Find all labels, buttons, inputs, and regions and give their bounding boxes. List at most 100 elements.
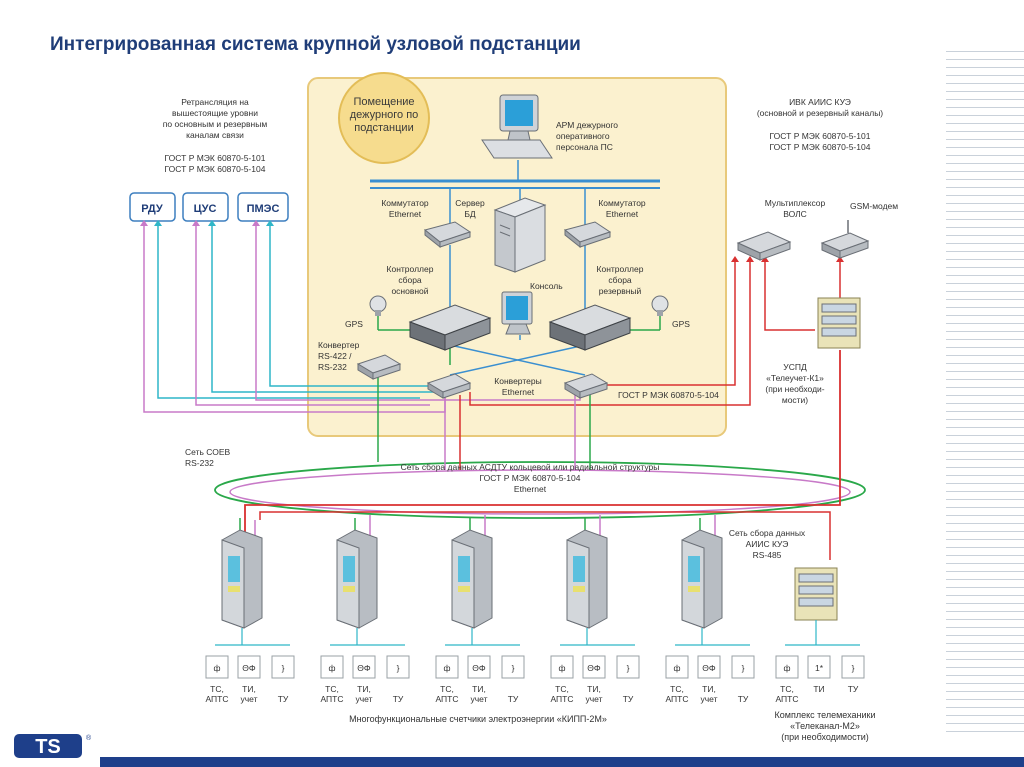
switch-left-label-2: Ethernet [389,209,422,219]
svg-text:ф: ф [329,663,336,673]
tsus-label: ЦУС [194,203,217,215]
relay-gost-1: ГОСТ Р МЭК 60870-5-101 [165,153,266,163]
converter-rs422[interactable] [356,354,402,380]
svg-text:ТУ: ТУ [393,694,404,704]
svg-text:}: } [852,663,855,673]
room-label-line3: подстанции [354,122,413,134]
meter-3[interactable] [451,529,493,629]
uspd-label-1: УСПД [783,362,807,372]
svg-text:ΘΦ: ΘΦ [472,663,486,673]
rdu-box[interactable] [129,192,176,222]
ivk-label-1: ИВК АИИС КУЭ [789,97,851,107]
relay-text-2: вышестоящие уровни [172,108,258,118]
svg-text:АПТС: АПТС [320,694,343,704]
aiis-net-label-2: АИИС КУЭ [746,539,789,549]
sensor-group-telemechanics: ф 1* } ТС, АПТС ТИ ТУ [775,655,865,704]
sensor-group-1: ф ΘΦ } ТС, АПТС ТИ, учет ТУ [205,655,295,704]
console-monitor[interactable] [501,291,533,335]
room-label-line2: дежурного по [350,109,419,121]
arm-label-2: оперативного [556,131,610,141]
telemechanics-cabinet[interactable] [794,567,838,621]
sensor-group-4: ф ΘΦ } ТС, АПТС ТИ, учет ТУ [550,655,640,704]
uspd-cabinet[interactable] [817,297,861,349]
relay-gost-2: ГОСТ Р МЭК 60870-5-104 [165,164,266,174]
svg-text:ф: ф [674,663,681,673]
gsm-modem[interactable] [820,220,870,259]
decorative-stripes [946,44,1024,734]
svg-text:}: } [512,663,515,673]
telemechanics-caption-2: «Телеканал-М2» [790,721,860,731]
server-label-2: БД [464,209,476,219]
meter-4[interactable] [566,529,608,629]
svg-text:АПТС: АПТС [775,694,798,704]
gps-label-left: GPS [345,319,363,329]
uspd-label-2: «Телеучет-К1» [766,373,824,383]
ethernet-switch-right[interactable] [563,221,612,249]
relay-text-4: каналам связи [186,130,244,140]
aiis-net-label-3: RS-485 [753,550,782,560]
logo-text: TS [35,736,61,758]
upper-level-boxes: РДУ ЦУС ПМЭС [129,192,289,222]
slide-title: Интегрированная система крупной узловой … [50,34,581,55]
converters-eth-label-1: Конвертеры [494,376,541,386]
svg-text:учет: учет [700,694,717,704]
ts-symbol: ф [214,663,221,673]
svg-text:ф: ф [444,663,451,673]
svg-text:АПТС: АПТС [550,694,573,704]
controller-main[interactable] [408,304,492,351]
pmes-box[interactable] [237,192,289,222]
svg-text:ТС,: ТС, [780,684,794,694]
switch-right-label-2: Ethernet [606,209,639,219]
svg-text:учет: учет [585,694,602,704]
console-label: Консоль [530,281,563,291]
tsus-box[interactable] [182,192,229,222]
svg-text:ТИ,: ТИ, [472,684,486,694]
asdtu-ring [229,469,851,515]
duty-room-badge [338,72,430,164]
logo-registered-mark: ® [86,734,92,742]
aiis-net-label-1: Сеть сбора данных [729,528,806,538]
svg-text:АПТС: АПТС [435,694,458,704]
controller-reserve[interactable] [548,304,632,351]
svg-text:ТС,: ТС, [555,684,569,694]
database-server[interactable] [493,197,547,273]
sensor-group-3: ф ΘΦ } ТС, АПТС ТИ, учет ТУ [435,655,525,704]
svg-text:учет: учет [240,694,257,704]
ivk-label-2: (основной и резервный каналы) [757,108,883,118]
asdtu-label-2: ГОСТ Р МЭК 60870-5-104 [480,473,581,483]
svg-text:ТУ: ТУ [623,694,634,704]
arm-workstation[interactable] [481,94,553,159]
svg-text:АПТС: АПТС [665,694,688,704]
ethernet-converter-left[interactable] [426,373,472,399]
ctrl-main-label-1: Контроллер [387,264,434,274]
svg-text:ТИ,: ТИ, [587,684,601,694]
ivk-gost-2: ГОСТ Р МЭК 60870-5-104 [770,142,871,152]
ivk-gost-1: ГОСТ Р МЭК 60870-5-101 [770,131,871,141]
svg-text:1*: 1* [815,663,824,673]
relay-text-1: Ретрансляция на [181,97,249,107]
soev-ring [214,461,866,519]
converters-eth-label-2: Ethernet [502,387,535,397]
gost-104-label: ГОСТ Р МЭК 60870-5-104 [618,390,719,400]
meter-1[interactable] [221,529,263,629]
meter-5[interactable] [681,529,723,629]
sensor-group-5: ф ΘΦ } ТС, АПТС ТИ, учет ТУ [665,655,755,704]
svg-text:ТИ: ТИ [813,684,824,694]
mux-label-2: ВОЛС [783,209,807,219]
fiber-multiplexer[interactable] [736,231,792,261]
uspd-label-4: мости) [782,395,808,405]
svg-text:}: } [397,663,400,673]
switch-left-label-1: Коммутатор [381,198,429,208]
soev-label-2: RS-232 [185,458,214,468]
ethernet-converter-right[interactable] [563,373,609,399]
svg-text:ΘΦ: ΘΦ [702,663,716,673]
meter-2[interactable] [336,529,378,629]
pmes-label: ПМЭС [247,203,280,215]
svg-text:учет: учет [470,694,487,704]
ctrl-reserve-label-2: сбора [608,275,632,285]
ethernet-switch-left[interactable] [423,221,472,249]
svg-text:АПТС: АПТС [205,694,228,704]
converter-rs-label-3: RS-232 [318,362,347,372]
footer-bar [100,757,1024,767]
